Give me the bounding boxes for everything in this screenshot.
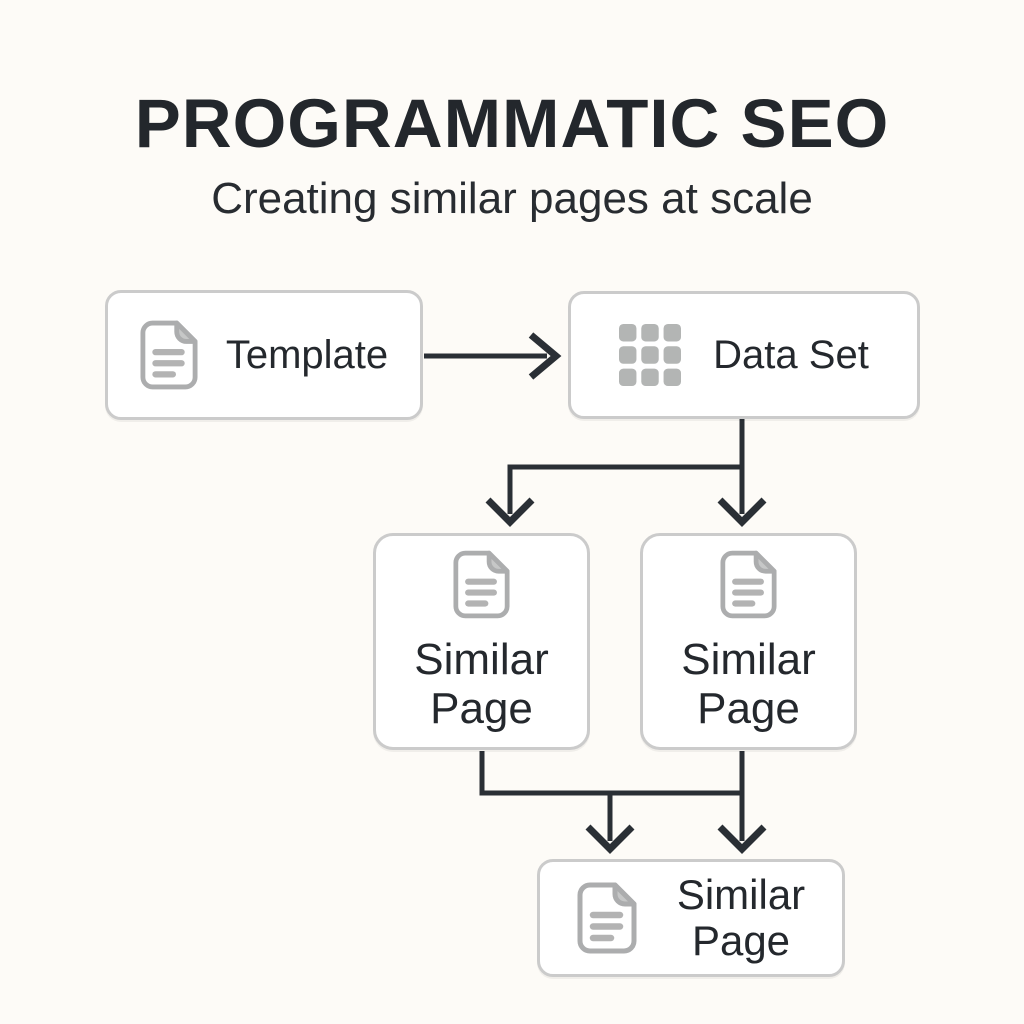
arrow-down-head-icon: [717, 497, 767, 527]
label-line-1: Similar: [414, 635, 549, 684]
node-data-set: Data Set: [568, 291, 920, 419]
label-line-2: Page: [697, 684, 800, 733]
node-data-set-label: Data Set: [713, 332, 869, 377]
arrow-down-head-icon: [585, 824, 635, 854]
document-icon: [453, 550, 510, 619]
arrow-down-head-icon: [485, 497, 535, 527]
document-icon: [140, 320, 198, 390]
arrow-right-head-icon: [528, 332, 562, 380]
label-line-2: Page: [430, 684, 533, 733]
node-similar-page-right: Similar Page: [640, 533, 857, 750]
node-template-label: Template: [225, 332, 389, 377]
page-title: PROGRAMMATIC SEO: [134, 85, 890, 162]
node-similar-page-left-label: Similar Page: [414, 635, 548, 733]
node-template: Template: [105, 290, 423, 420]
arrow-down-head-icon: [717, 824, 767, 854]
branch-dataset-to-left-line: [507, 419, 745, 514]
merge-bar-line: [479, 751, 742, 796]
document-icon: [720, 550, 777, 619]
label-line-1: Similar: [676, 871, 806, 918]
label-line-1: Similar: [681, 635, 816, 684]
node-similar-page-right-label: Similar Page: [681, 635, 815, 733]
node-similar-page-bottom-label: Similar Page: [677, 872, 805, 964]
node-similar-page-bottom: Similar Page: [537, 859, 845, 977]
label-line-2: Page: [691, 917, 791, 964]
document-icon: [577, 882, 637, 954]
page-subtitle: Creating similar pages at scale: [211, 174, 813, 223]
node-similar-page-left: Similar Page: [373, 533, 590, 750]
data-grid-icon: [619, 324, 682, 386]
